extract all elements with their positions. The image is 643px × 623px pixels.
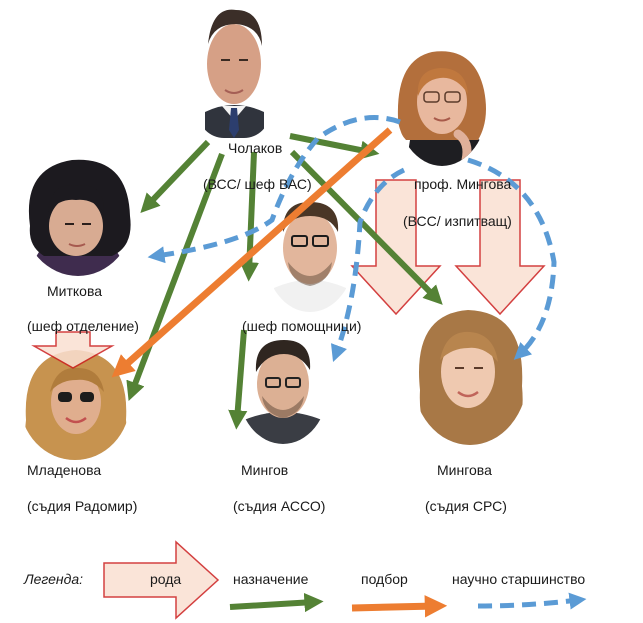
appointment-arrow-cholakov-mitkova — [140, 139, 211, 213]
legend-scientific-label: научно старшинство — [452, 571, 586, 587]
name-label-cholakov: Чолаков — [228, 140, 283, 156]
legend-blood-arrow — [103, 540, 220, 620]
selection-arrow-mingova-prof-mladenova — [111, 127, 393, 378]
role-label-mingov: (съдия АССО) — [233, 498, 326, 514]
blood-arrow-mitkova-mladenova — [31, 331, 115, 369]
name-label-mladenova: Младенова — [27, 462, 102, 478]
role-label-mingova-prof: (ВСС/ изпитващ) — [403, 213, 512, 229]
legend-appointment-label: назначение — [233, 571, 309, 587]
name-label-mingova-prof: проф. Мингова — [414, 176, 512, 192]
role-label-mladenova: (съдия Радомир) — [27, 498, 138, 514]
portrait-mingova-judge — [412, 305, 528, 445]
portrait-mingova-prof — [396, 42, 488, 166]
portrait-photo-man — [265, 196, 355, 312]
name-label-mingov: Мингов — [241, 462, 289, 478]
legend-blood-label: рода — [150, 571, 182, 587]
portrait-photo-woman — [22, 152, 134, 276]
scientific-arrow-mingova-prof-mingova-judge — [467, 157, 557, 360]
blood-arrow-mingova-prof-mingov — [350, 179, 442, 316]
legend-title: Легенда: — [24, 571, 84, 587]
appointment-arrow-assistant-mingov — [228, 329, 248, 430]
appointment-arrow-cholakov-mingova-prof — [289, 133, 380, 160]
role-label-assistant: (шеф помощници) — [242, 318, 362, 334]
portrait-mingov — [238, 332, 328, 444]
name-label-mingova-judge: Мингова — [437, 462, 492, 478]
scientific-arrow-mingova-prof-mingov — [330, 167, 406, 362]
portrait-mitkova — [22, 152, 134, 276]
portrait-assistant — [265, 196, 355, 312]
name-label-mitkova: Миткова — [47, 283, 103, 299]
legend-selection-label: подбор — [361, 571, 408, 587]
legend-graphics — [103, 540, 587, 620]
scientific-seniority-arrows — [147, 115, 557, 362]
legend-scientific-arrow — [477, 592, 587, 610]
appointment-arrow-cholakov-mladenova — [126, 152, 225, 401]
role-label-mitkova: (шеф отделение) — [27, 318, 139, 334]
blood-arrow-mingova-prof-mingova-judge — [454, 179, 546, 316]
portrait-photo-man — [198, 2, 270, 138]
legend-selection-arrow — [351, 595, 448, 618]
legend-appointment-arrow — [229, 592, 324, 613]
selection-arrows — [111, 127, 393, 378]
portrait-photo-man — [238, 332, 328, 444]
role-label-cholakov: (ВСС/ шеф ВАС) — [203, 176, 312, 192]
scientific-arrow-mingova-prof-mitkova — [147, 115, 401, 264]
portrait-photo-woman — [412, 305, 528, 445]
portrait-photo-woman — [396, 42, 488, 166]
portrait-cholakov — [198, 2, 270, 138]
appointment-arrow-cholakov-mingova-judge — [289, 149, 443, 305]
role-label-mingova-judge: (съдия СРС) — [425, 498, 507, 514]
